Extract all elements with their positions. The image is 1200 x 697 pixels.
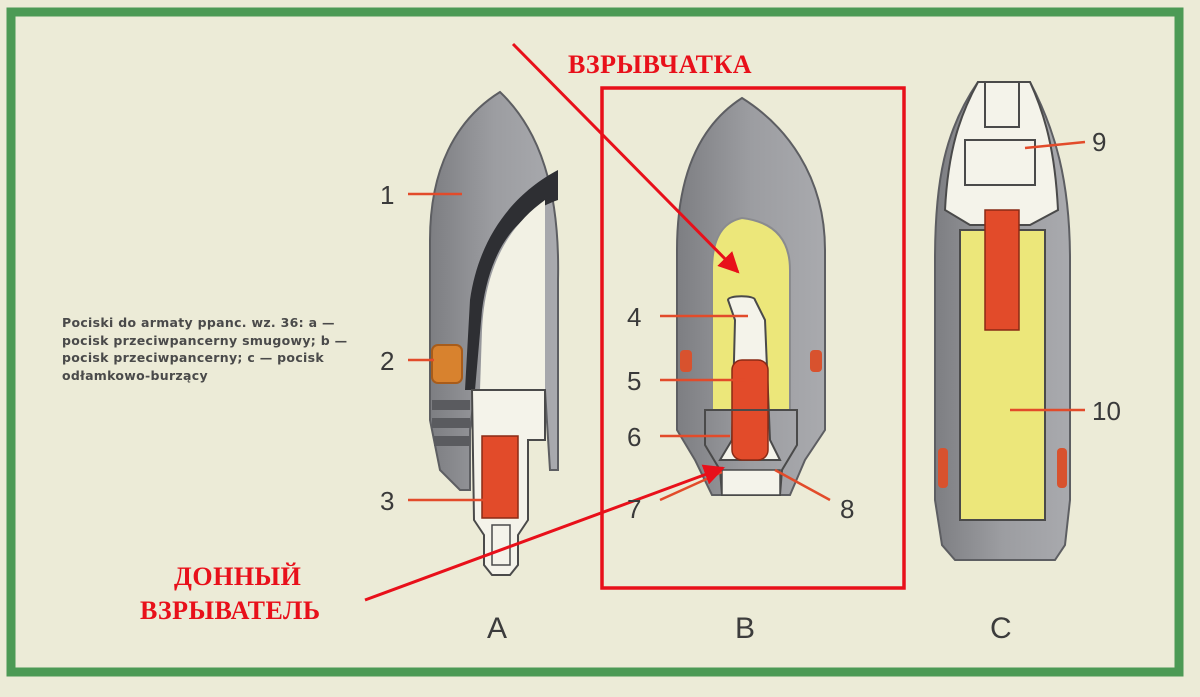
shell-letter-b: B (735, 612, 756, 645)
shell-c-band-left (938, 448, 948, 488)
shell-c-fuze-neck (964, 139, 1036, 186)
frame-border (6, 7, 1184, 677)
shell-a-groove (434, 436, 470, 446)
callout-9: 9 (1092, 127, 1107, 157)
callout-1: 1 (380, 180, 395, 210)
shell-a-tracer-nozzle (491, 524, 511, 566)
callout-4: 4 (627, 302, 642, 332)
annotation-fuze-line1: ДОННЫЙ (174, 562, 302, 591)
leader-line-9 (1024, 140, 1086, 150)
arrow-explosive (511, 42, 740, 274)
shell-letter-c: C (990, 612, 1012, 645)
shell-a-inner-shadow (465, 170, 558, 390)
annotation-explosive: ВЗРЫВЧАТКА (568, 50, 753, 79)
arrow-base-fuze (364, 464, 725, 602)
callout-2: 2 (380, 346, 395, 376)
shell-b-base-cap (721, 469, 781, 496)
shell-b-drawing (659, 96, 831, 502)
shell-c-drawing (934, 81, 1086, 561)
callout-5: 5 (627, 366, 642, 396)
shell-a-groove (432, 400, 470, 410)
callout-6: 6 (627, 422, 642, 452)
shell-letter-a: A (487, 612, 508, 645)
callout-3: 3 (380, 486, 395, 516)
annotation-fuze-line2: ВЗРЫВАТЕЛЬ (140, 596, 321, 625)
shell-b-band-right (810, 350, 822, 372)
leader-line-8 (774, 468, 831, 502)
shell-a-driving-band (431, 344, 463, 384)
highlight-box-shell-b (600, 86, 906, 590)
callout-8: 8 (840, 494, 855, 524)
shell-c-fuze-head (984, 81, 1020, 128)
callout-10: 10 (1092, 396, 1121, 426)
shell-c-nose-fuze (943, 81, 1060, 226)
shell-a-tracer (481, 435, 519, 519)
figure-caption: Pociski do armaty ppanc. wz. 36: a — poc… (62, 315, 348, 383)
callout-7: 7 (627, 494, 642, 524)
shell-c-band-right (1057, 448, 1067, 488)
shell-b-band-left (680, 350, 692, 372)
shell-c-booster (984, 209, 1020, 331)
shell-a-groove (432, 418, 470, 428)
shell-a-drawing (408, 90, 560, 576)
shell-a-cavity (480, 200, 545, 390)
